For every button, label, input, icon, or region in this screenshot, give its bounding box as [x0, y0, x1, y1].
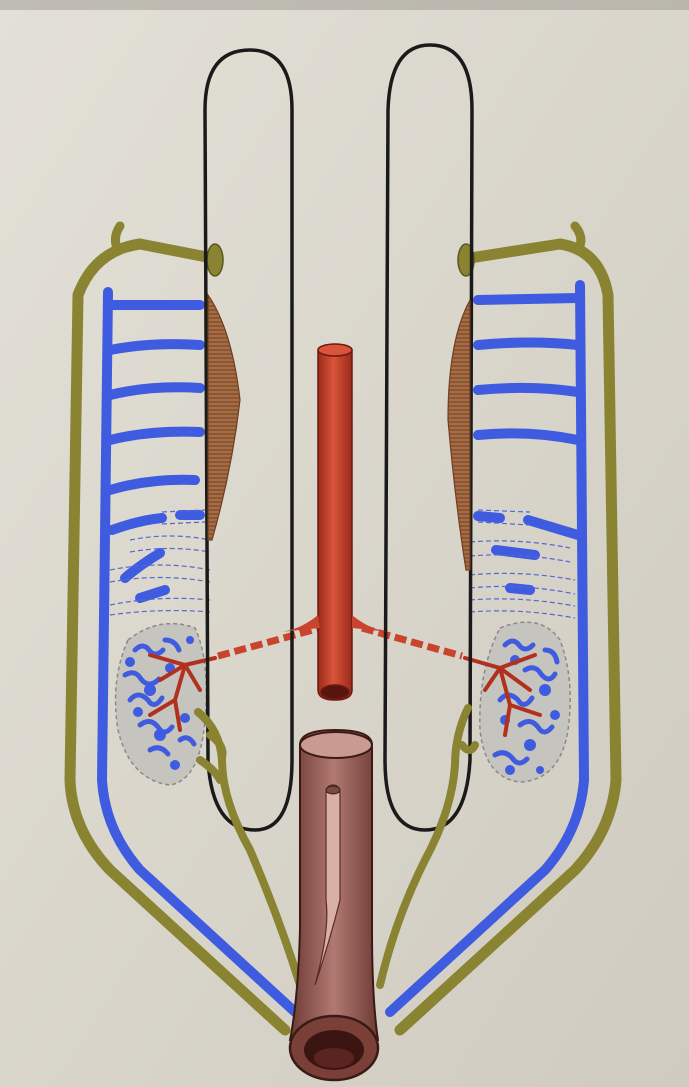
duct-opening-left [207, 244, 223, 276]
kidney-right [480, 622, 570, 782]
cloaca [290, 730, 378, 1080]
paper-edge-shadow [0, 0, 689, 10]
